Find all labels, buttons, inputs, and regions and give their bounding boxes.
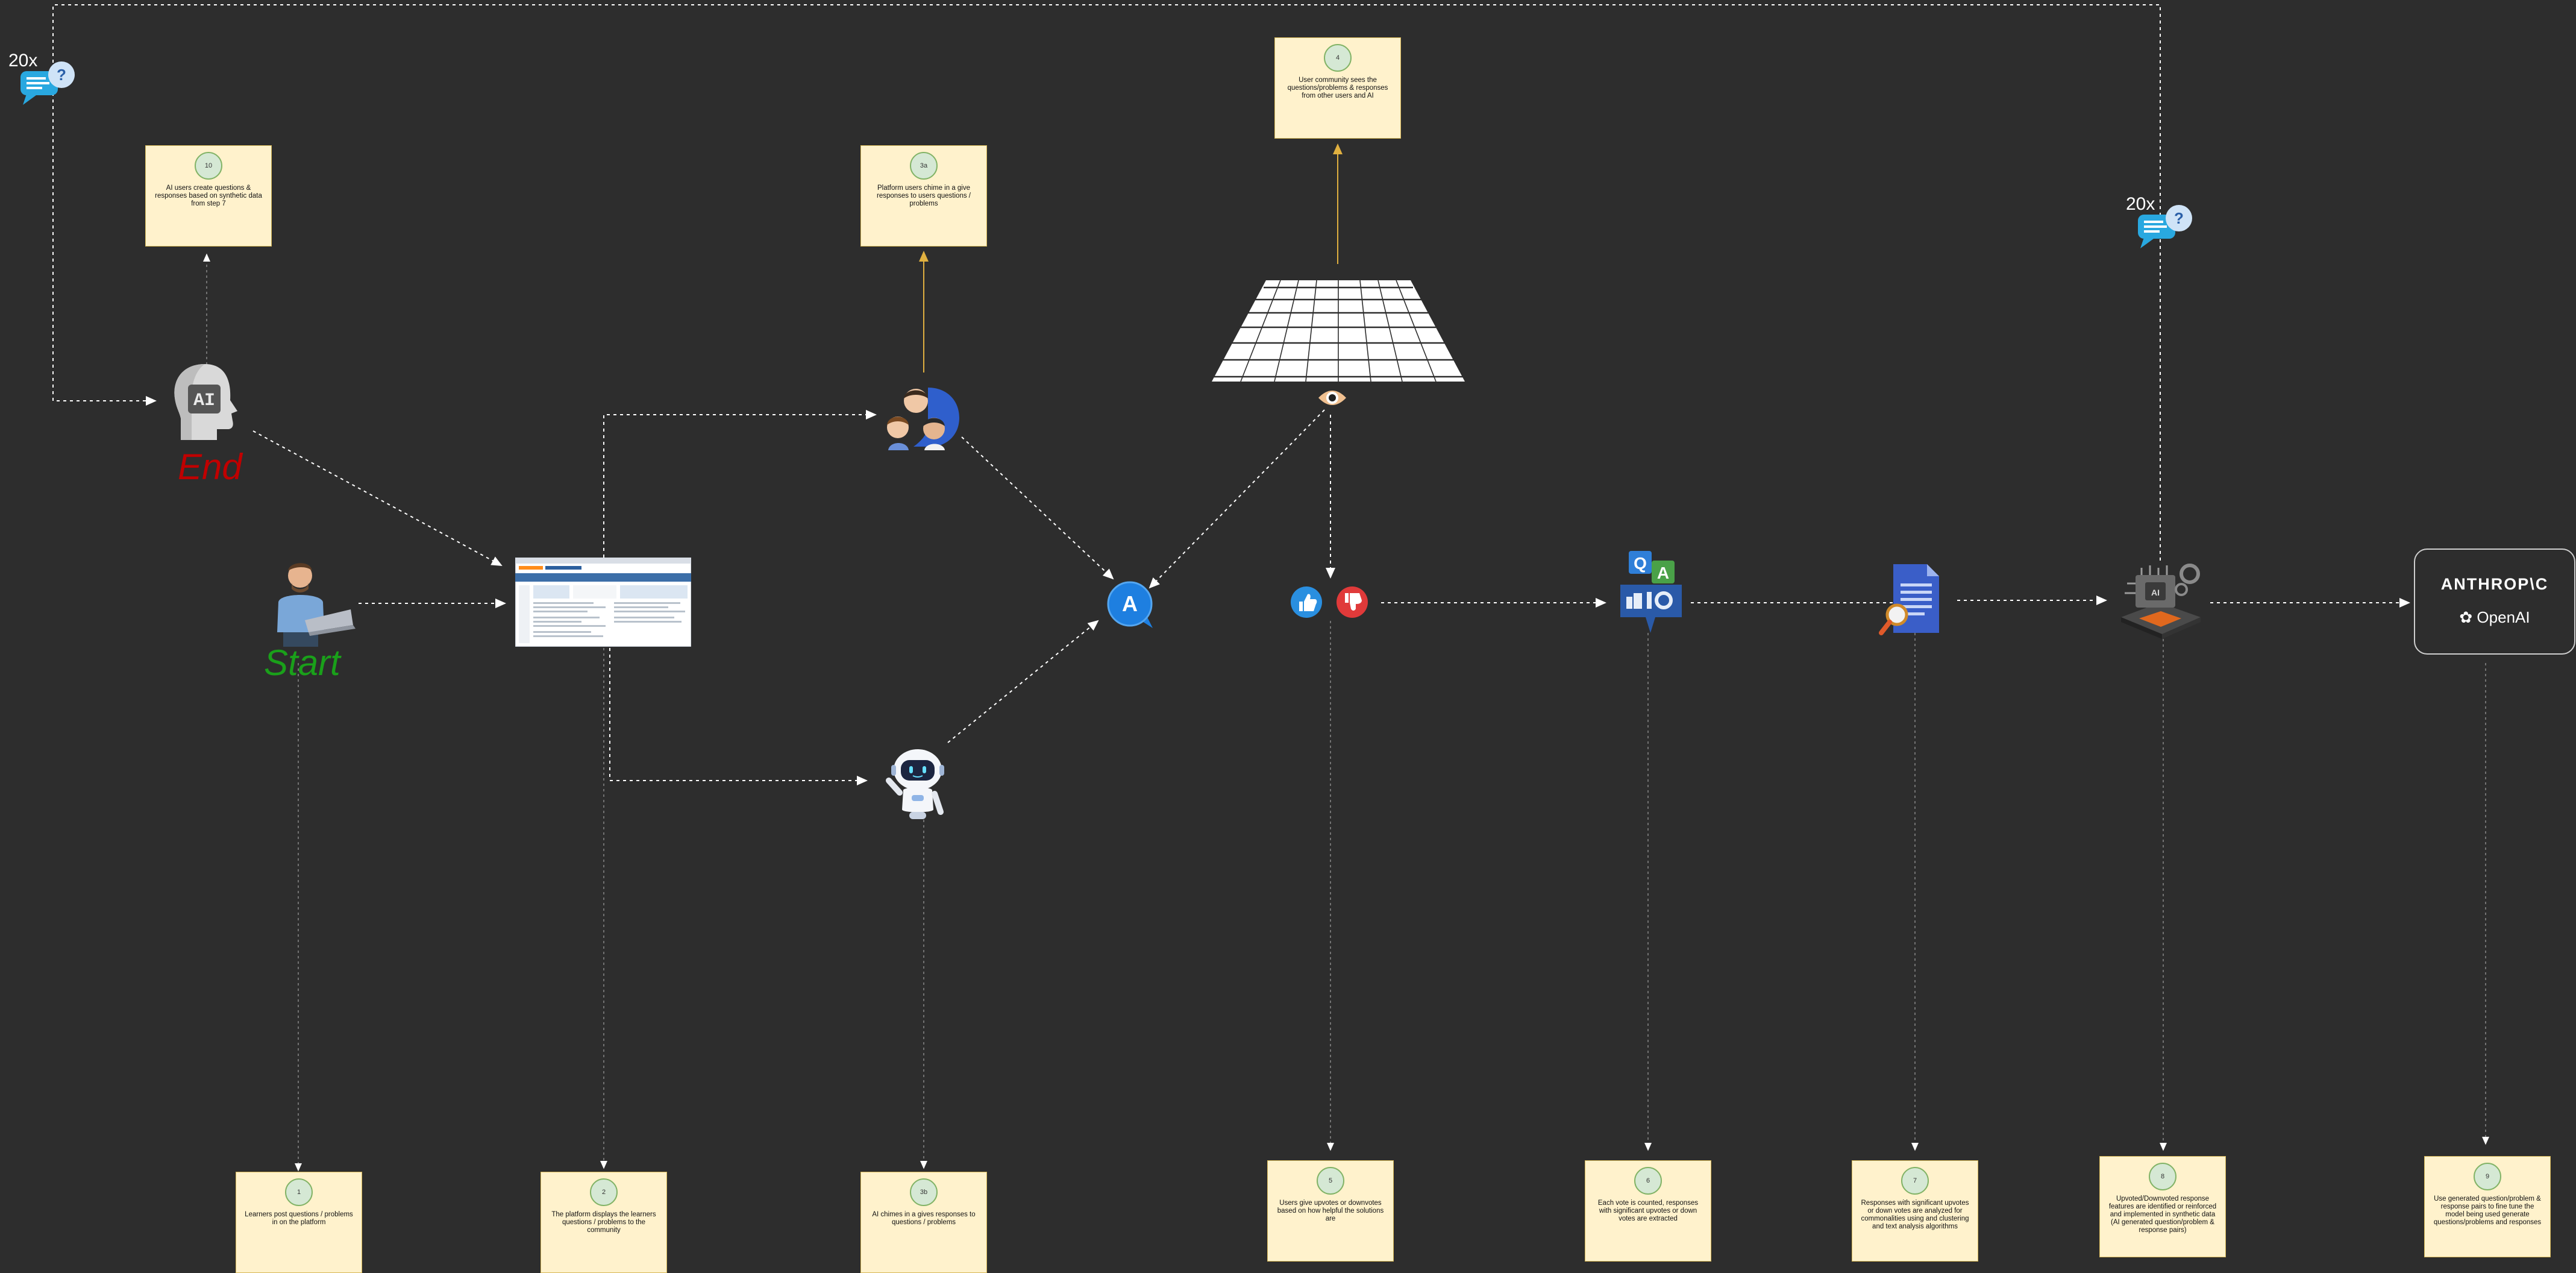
- step-badge: 3b: [910, 1178, 938, 1206]
- step-text: Responses with significant upvotes or do…: [1861, 1199, 1969, 1230]
- step-text: The platform displays the learners quest…: [551, 1211, 656, 1234]
- qa-vote-count-icon: Q A: [1620, 551, 1682, 633]
- ai-brain-head-icon: AI: [174, 364, 237, 440]
- forum-webpage-screenshot: [515, 558, 691, 647]
- step-1-note: 1 Learners post questions / problems in …: [236, 1172, 362, 1273]
- svg-text:?: ?: [57, 66, 66, 84]
- anthropic-logo-text: ANTHROP\C: [2440, 575, 2549, 593]
- eye-icon: [1318, 391, 1346, 405]
- ai-head-label: AI: [193, 391, 215, 411]
- repeat-count-right: 20x: [2126, 194, 2155, 214]
- start-label: Start: [264, 643, 340, 683]
- openai-knot-icon: ✿: [2459, 608, 2473, 626]
- step-text: Upvoted/Downvoted response features are …: [2108, 1195, 2217, 1234]
- step-3a-note: 3a Platform users chime in a give respon…: [860, 145, 987, 247]
- answer-label: A: [1122, 591, 1138, 616]
- step-8-note: 8 Upvoted/Downvoted response features ar…: [2099, 1156, 2226, 1257]
- document-magnifier-icon: [1879, 564, 1939, 635]
- loop-top-connector: [52, 4, 2161, 561]
- anthropic-openai-logo-box: ANTHROP\C ✿ OpenAI: [2414, 548, 2575, 655]
- qa-q-label: Q: [1634, 554, 1647, 573]
- step-text: User community sees the questions/proble…: [1287, 77, 1388, 99]
- ai-to-platform-connector: [252, 430, 503, 566]
- step-badge: 10: [195, 152, 222, 180]
- step-badge: 2: [590, 1178, 618, 1206]
- step-6-note: 6 Each vote is counted, responses with s…: [1585, 1160, 1711, 1262]
- qa-a-label: A: [1657, 564, 1669, 582]
- openai-label: OpenAI: [2477, 608, 2530, 626]
- step-badge: 3a: [910, 152, 938, 180]
- step-2-note: 2 The platform displays the learners que…: [541, 1172, 667, 1273]
- step-badge: 4: [1324, 44, 1352, 72]
- person-with-laptop-icon: [277, 563, 356, 647]
- step-9-note: 9 Use generated question/problem & respo…: [2424, 1156, 2551, 1257]
- step-text: AI users create questions & responses ba…: [155, 184, 262, 207]
- step-text: Users give upvotes or downvotes based on…: [1277, 1199, 1384, 1222]
- question-chat-bubbles-icon: ?: [2138, 205, 2192, 248]
- end-label: End: [178, 447, 242, 487]
- group-of-people-icon: [887, 388, 959, 450]
- step-text: Each vote is counted, responses with sig…: [1597, 1199, 1699, 1222]
- answer-bubble-icon: A: [1107, 581, 1153, 628]
- step-text: AI chimes in a gives responses to questi…: [872, 1211, 976, 1226]
- repeat-count-left: 20x: [8, 51, 38, 71]
- step-4-note: 4 User community sees the questions/prob…: [1274, 37, 1401, 139]
- step-badge: 8: [2149, 1163, 2176, 1190]
- question-chat-bubbles-icon: ?: [20, 61, 75, 105]
- users-to-answer-connector: [961, 436, 1114, 580]
- step-text: Platform users chime in a give responses…: [877, 184, 971, 207]
- svg-text:?: ?: [2174, 209, 2184, 227]
- step-text: Learners post questions / problems in on…: [245, 1211, 353, 1226]
- robot-icon: [886, 749, 944, 819]
- platform-to-users-connector: [603, 410, 877, 558]
- step-7-note: 7 Responses with significant upvotes or …: [1852, 1160, 1978, 1262]
- svg-text:AI: AI: [2151, 588, 2160, 597]
- step-text: Use generated question/problem & respons…: [2433, 1195, 2542, 1226]
- step-badge: 6: [1634, 1167, 1662, 1195]
- step-badge: 5: [1317, 1167, 1344, 1195]
- step-3b-note: 3b AI chimes in a gives responses to que…: [860, 1172, 987, 1273]
- openai-logo-text: ✿ OpenAI: [2415, 608, 2574, 627]
- step-badge: 7: [1901, 1167, 1929, 1195]
- step-badge: 1: [285, 1178, 313, 1206]
- eye-to-answer-connector: [1149, 409, 1325, 589]
- platform-to-bot-connector: [609, 648, 868, 785]
- ai-chip-gear-icon: AI: [2121, 564, 2201, 639]
- crowd-audience-icon: [1211, 280, 1466, 382]
- step-5-note: 5 Users give upvotes or downvotes based …: [1267, 1160, 1394, 1262]
- step-10-note: 10 AI users create questions & responses…: [145, 145, 272, 247]
- thumbs-up-down-icon: [1291, 586, 1368, 618]
- step-badge: 9: [2474, 1163, 2501, 1190]
- bot-to-answer-connector: [947, 620, 1099, 743]
